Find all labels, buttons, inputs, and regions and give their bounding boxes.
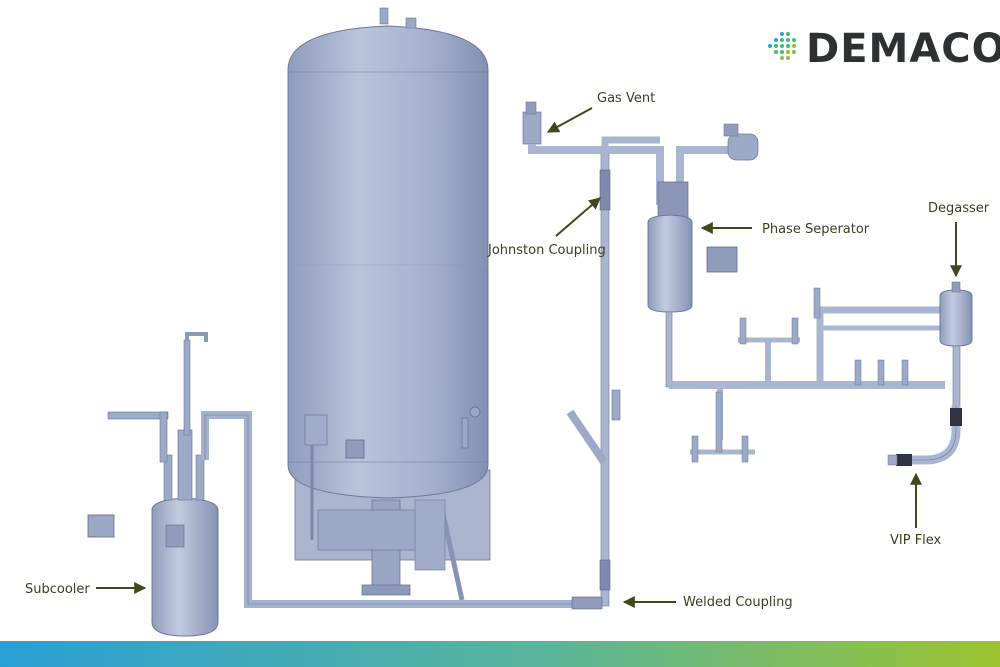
logo-dot bbox=[780, 44, 784, 48]
demaco-logo: DEMACO bbox=[768, 26, 1000, 72]
logo-dot bbox=[780, 56, 784, 60]
logo-dot bbox=[786, 32, 790, 36]
logo-dot bbox=[792, 50, 796, 54]
distribution-piping bbox=[669, 287, 945, 463]
logo-wordmark: DEMACO bbox=[806, 26, 1000, 72]
control-box-left bbox=[87, 514, 115, 538]
logo-dot bbox=[774, 50, 778, 54]
logo-dot bbox=[792, 44, 796, 48]
subcooler-vessel bbox=[107, 332, 575, 637]
gradient-footer-bar bbox=[0, 641, 1000, 667]
logo-dot bbox=[786, 50, 790, 54]
phase-separator-vessel bbox=[647, 181, 693, 388]
logo-dot bbox=[774, 38, 778, 42]
callout-arrows bbox=[96, 107, 962, 608]
storage-tank bbox=[287, 7, 491, 601]
logo-dots-icon bbox=[768, 32, 796, 60]
logo-dot bbox=[786, 44, 790, 48]
arrow-gas-vent bbox=[546, 107, 593, 133]
label-welded-coupling: Welded Coupling bbox=[683, 595, 793, 610]
label-phase-separator: Phase Seperator bbox=[762, 222, 870, 237]
logo-dot bbox=[792, 38, 796, 42]
label-vip-flex: VIP Flex bbox=[890, 533, 942, 548]
gas-vent-assembly bbox=[522, 101, 759, 205]
label-degasser: Degasser bbox=[928, 201, 990, 216]
arrow-johnston-coupling bbox=[555, 197, 601, 237]
control-box-right bbox=[706, 246, 738, 273]
label-johnston-coupling: Johnston Coupling bbox=[487, 243, 606, 258]
logo-dot bbox=[780, 32, 784, 36]
logo-dot bbox=[774, 44, 778, 48]
logo-dot bbox=[786, 56, 790, 60]
label-gas-vent: Gas Vent bbox=[597, 91, 655, 106]
logo-dot bbox=[768, 44, 772, 48]
degasser-vessel bbox=[939, 281, 973, 407]
logo-dot bbox=[786, 38, 790, 42]
logo-dot bbox=[780, 38, 784, 42]
logo-dot bbox=[780, 50, 784, 54]
label-subcooler: Subcooler bbox=[25, 582, 90, 597]
vip-flex-hose bbox=[887, 405, 962, 466]
